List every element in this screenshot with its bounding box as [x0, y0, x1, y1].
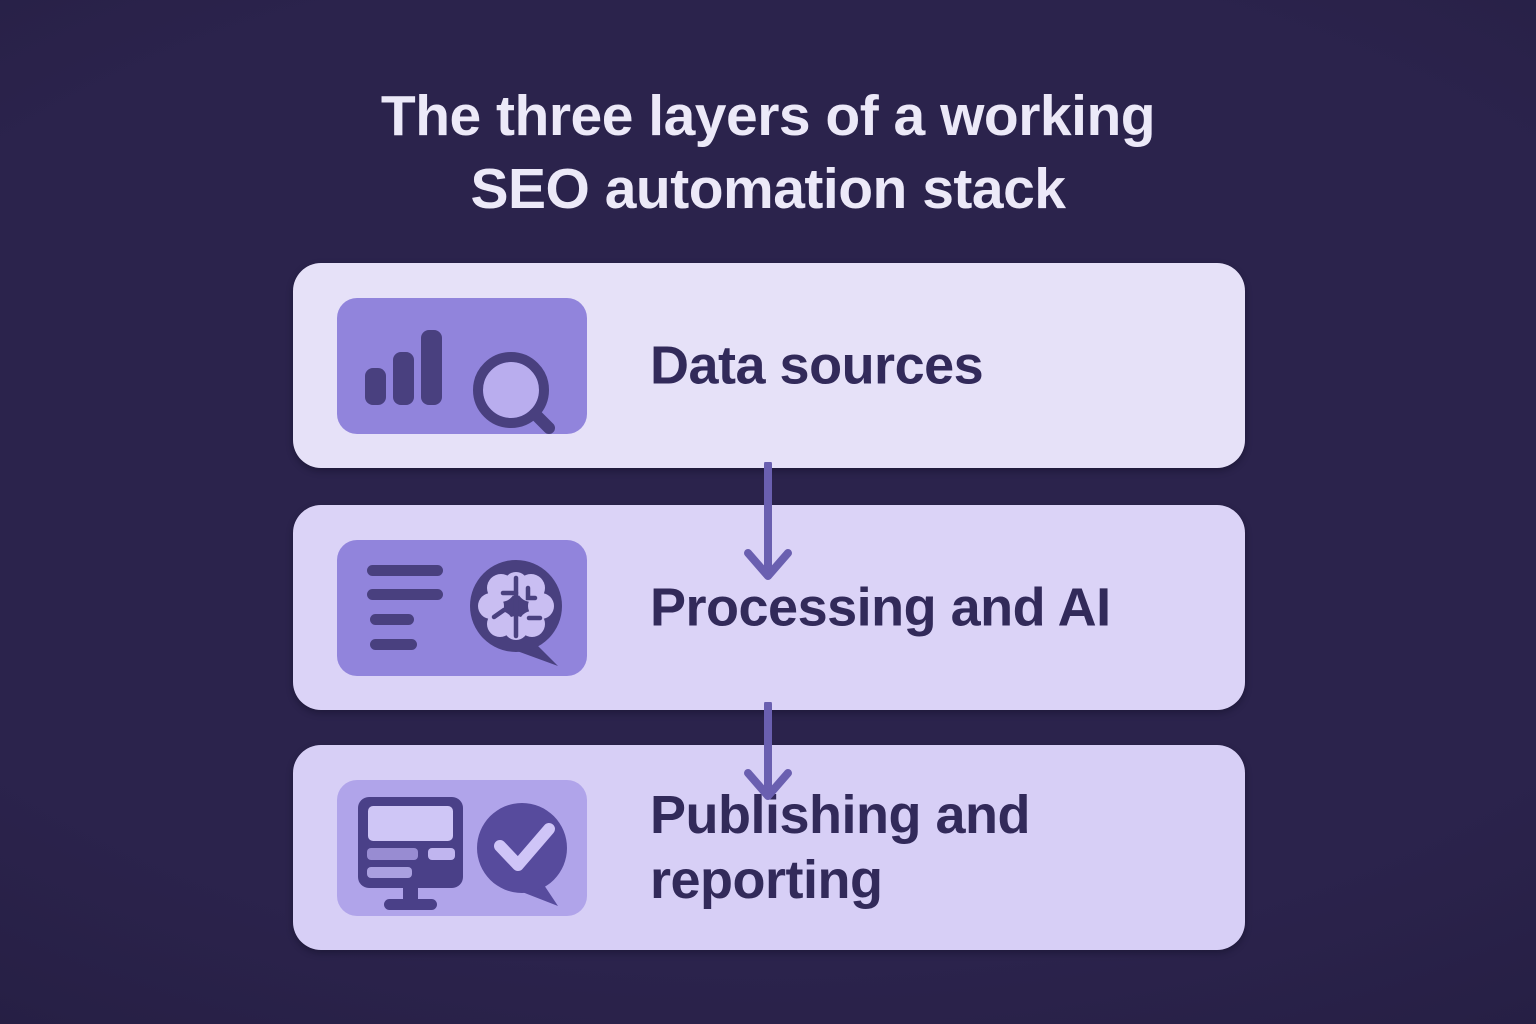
- diagram-title: The three layers of a working SEO automa…: [0, 80, 1536, 226]
- icon-tile: [337, 539, 587, 676]
- icon-tile: [337, 297, 587, 434]
- arrow-down-icon: [744, 462, 792, 580]
- bar-chart-icon: [365, 329, 442, 405]
- layer-label: Publishing and reporting: [650, 784, 1031, 910]
- text-lines-icon: [367, 564, 443, 650]
- brain-chat-bubble-icon: [470, 559, 562, 666]
- layer-card-data-sources: Data sources: [293, 263, 1245, 468]
- layer-label: Processing and AI: [650, 577, 1111, 637]
- layer-label: Data sources: [650, 335, 984, 395]
- search-icon: [473, 351, 555, 434]
- title-line-1: The three layers of a working: [380, 84, 1156, 148]
- check-chat-bubble-icon: [477, 802, 567, 906]
- icon-tile: [337, 779, 587, 916]
- monitor-icon: [358, 796, 463, 910]
- title-line-2: SEO automation stack: [470, 157, 1067, 221]
- arrow-down-icon: [744, 702, 792, 800]
